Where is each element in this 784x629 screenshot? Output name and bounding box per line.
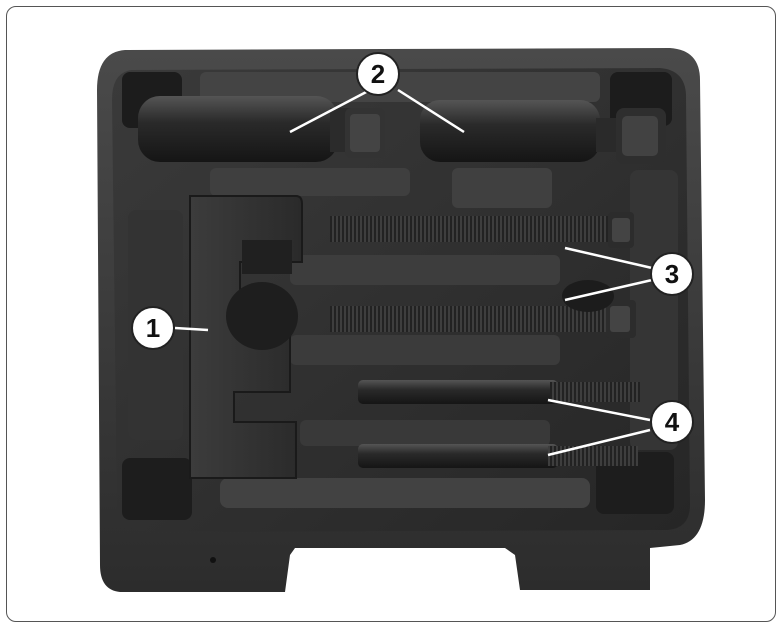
leader-lines (174, 88, 653, 457)
rod-lower (358, 444, 638, 468)
callout-3: 3 (650, 252, 694, 296)
bolt-upper (330, 212, 634, 248)
bolt-lower (330, 300, 636, 338)
callout-1: 1 (131, 306, 175, 350)
callout-4: 4 (650, 400, 694, 444)
puller-left (138, 96, 385, 162)
rod-upper (358, 380, 640, 404)
puller-right (420, 100, 666, 164)
callout-2: 2 (356, 52, 400, 96)
recess-circle (226, 282, 298, 350)
